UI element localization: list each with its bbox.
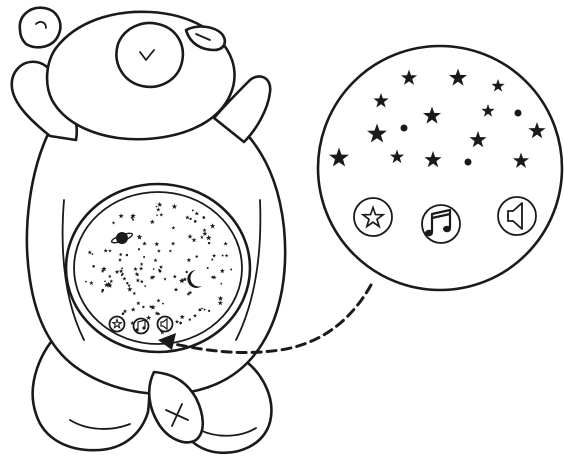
- dome-dot: [121, 267, 123, 269]
- belly-sound-button[interactable]: [158, 317, 173, 332]
- dome-dot: [189, 318, 191, 320]
- dome-dot: [156, 206, 158, 208]
- dome-dot: [199, 309, 202, 312]
- dome-dot: [138, 248, 140, 250]
- dome-dot: [189, 218, 191, 220]
- dome-dot: [142, 306, 144, 308]
- dome-dot: [144, 285, 146, 287]
- dome-dot: [92, 253, 94, 255]
- dome-dot: [85, 281, 87, 283]
- dome-dot: [192, 209, 194, 211]
- dome-dot: [153, 268, 155, 270]
- dome-dot: [122, 312, 125, 315]
- belly-control-buttons: [110, 317, 173, 334]
- belly-star-button[interactable]: [110, 317, 125, 332]
- dome-dot: [222, 255, 224, 257]
- dome-dot: [162, 303, 164, 305]
- dome-dot: [137, 274, 139, 276]
- zoom-star-button[interactable]: [354, 198, 392, 236]
- dome-dot: [211, 276, 213, 278]
- zoom-circle: [318, 46, 562, 290]
- dome-dot: [196, 255, 198, 257]
- dome-dot: [126, 254, 128, 256]
- dome-dot: [208, 310, 210, 312]
- zoom-dot: [401, 125, 408, 132]
- zoom-dot: [515, 110, 522, 117]
- dome-dot: [194, 220, 197, 223]
- dome-dot: [156, 214, 158, 216]
- dome-dot: [202, 216, 205, 219]
- dome-dot: [201, 308, 203, 310]
- dome-dot: [230, 269, 232, 271]
- dome-dot: [220, 283, 222, 285]
- dome-dot: [179, 322, 182, 325]
- hippo-ear: [20, 8, 61, 48]
- dome-dot: [143, 256, 145, 258]
- dome-dot: [208, 242, 210, 244]
- dome-dot: [104, 280, 106, 282]
- zoom-sound-button[interactable]: [498, 197, 536, 235]
- zoom-dot: [465, 159, 472, 166]
- dome-dot: [101, 291, 103, 293]
- dome-dot: [139, 235, 141, 237]
- dome-dot: [126, 282, 128, 284]
- dome-dot: [159, 270, 162, 273]
- dome-dot: [211, 259, 213, 261]
- dome-dot: [185, 271, 187, 273]
- belly-music-button[interactable]: [134, 319, 149, 334]
- dome-dot: [121, 274, 123, 276]
- zoom-callout: [318, 46, 562, 290]
- dome-dot: [92, 265, 95, 268]
- dome-dot: [207, 267, 209, 269]
- dome-dot: [119, 253, 122, 256]
- dome-dot: [204, 309, 206, 311]
- zoom-music-button[interactable]: [422, 205, 460, 243]
- dome-dot: [132, 219, 134, 221]
